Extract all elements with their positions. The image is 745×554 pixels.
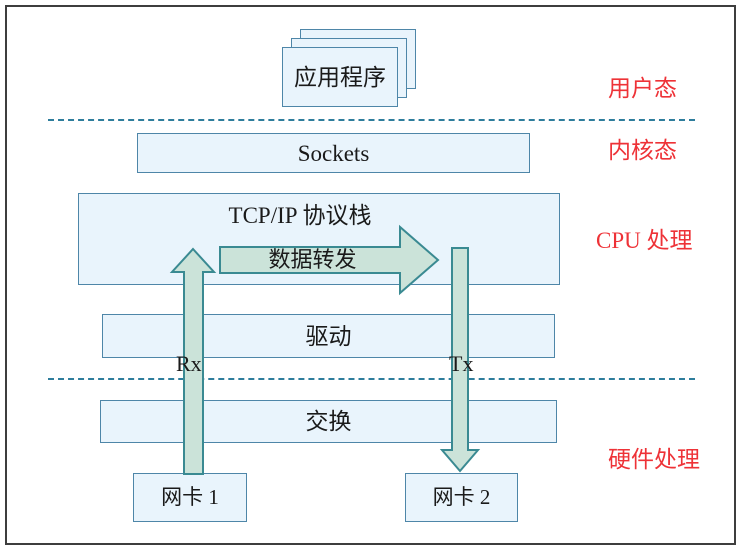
switch-box: 交换 <box>100 400 557 443</box>
zone-label-hardware-processing: 硬件处理 <box>608 447 700 472</box>
user-kernel-divider-line <box>48 119 695 121</box>
nic2-box: 网卡 2 <box>405 473 518 522</box>
nic1-label: 网卡 1 <box>161 485 219 509</box>
nic1-box: 网卡 1 <box>133 473 247 522</box>
application-box: 应用程序 <box>282 47 398 107</box>
tx-label: Tx <box>449 351 474 376</box>
application-label: 应用程序 <box>294 64 386 90</box>
software-hardware-divider-line <box>48 378 695 380</box>
nic2-label: 网卡 2 <box>432 485 491 509</box>
sockets-box: Sockets <box>137 133 530 173</box>
driver-label: 驱动 <box>305 323 352 349</box>
driver-box: 驱动 <box>102 314 555 358</box>
switch-label: 交换 <box>305 409 352 434</box>
zone-label-kernel-mode: 内核态 <box>608 138 677 163</box>
rx-label: Rx <box>176 351 202 376</box>
sockets-label: Sockets <box>297 140 370 166</box>
zone-label-user-mode: 用户态 <box>608 76 677 101</box>
tcpip-stack-label: TCP/IP 协议栈 <box>228 203 372 228</box>
data-forward-label: 数据转发 <box>268 247 357 272</box>
zone-label-cpu-processing: CPU 处理 <box>596 228 693 253</box>
